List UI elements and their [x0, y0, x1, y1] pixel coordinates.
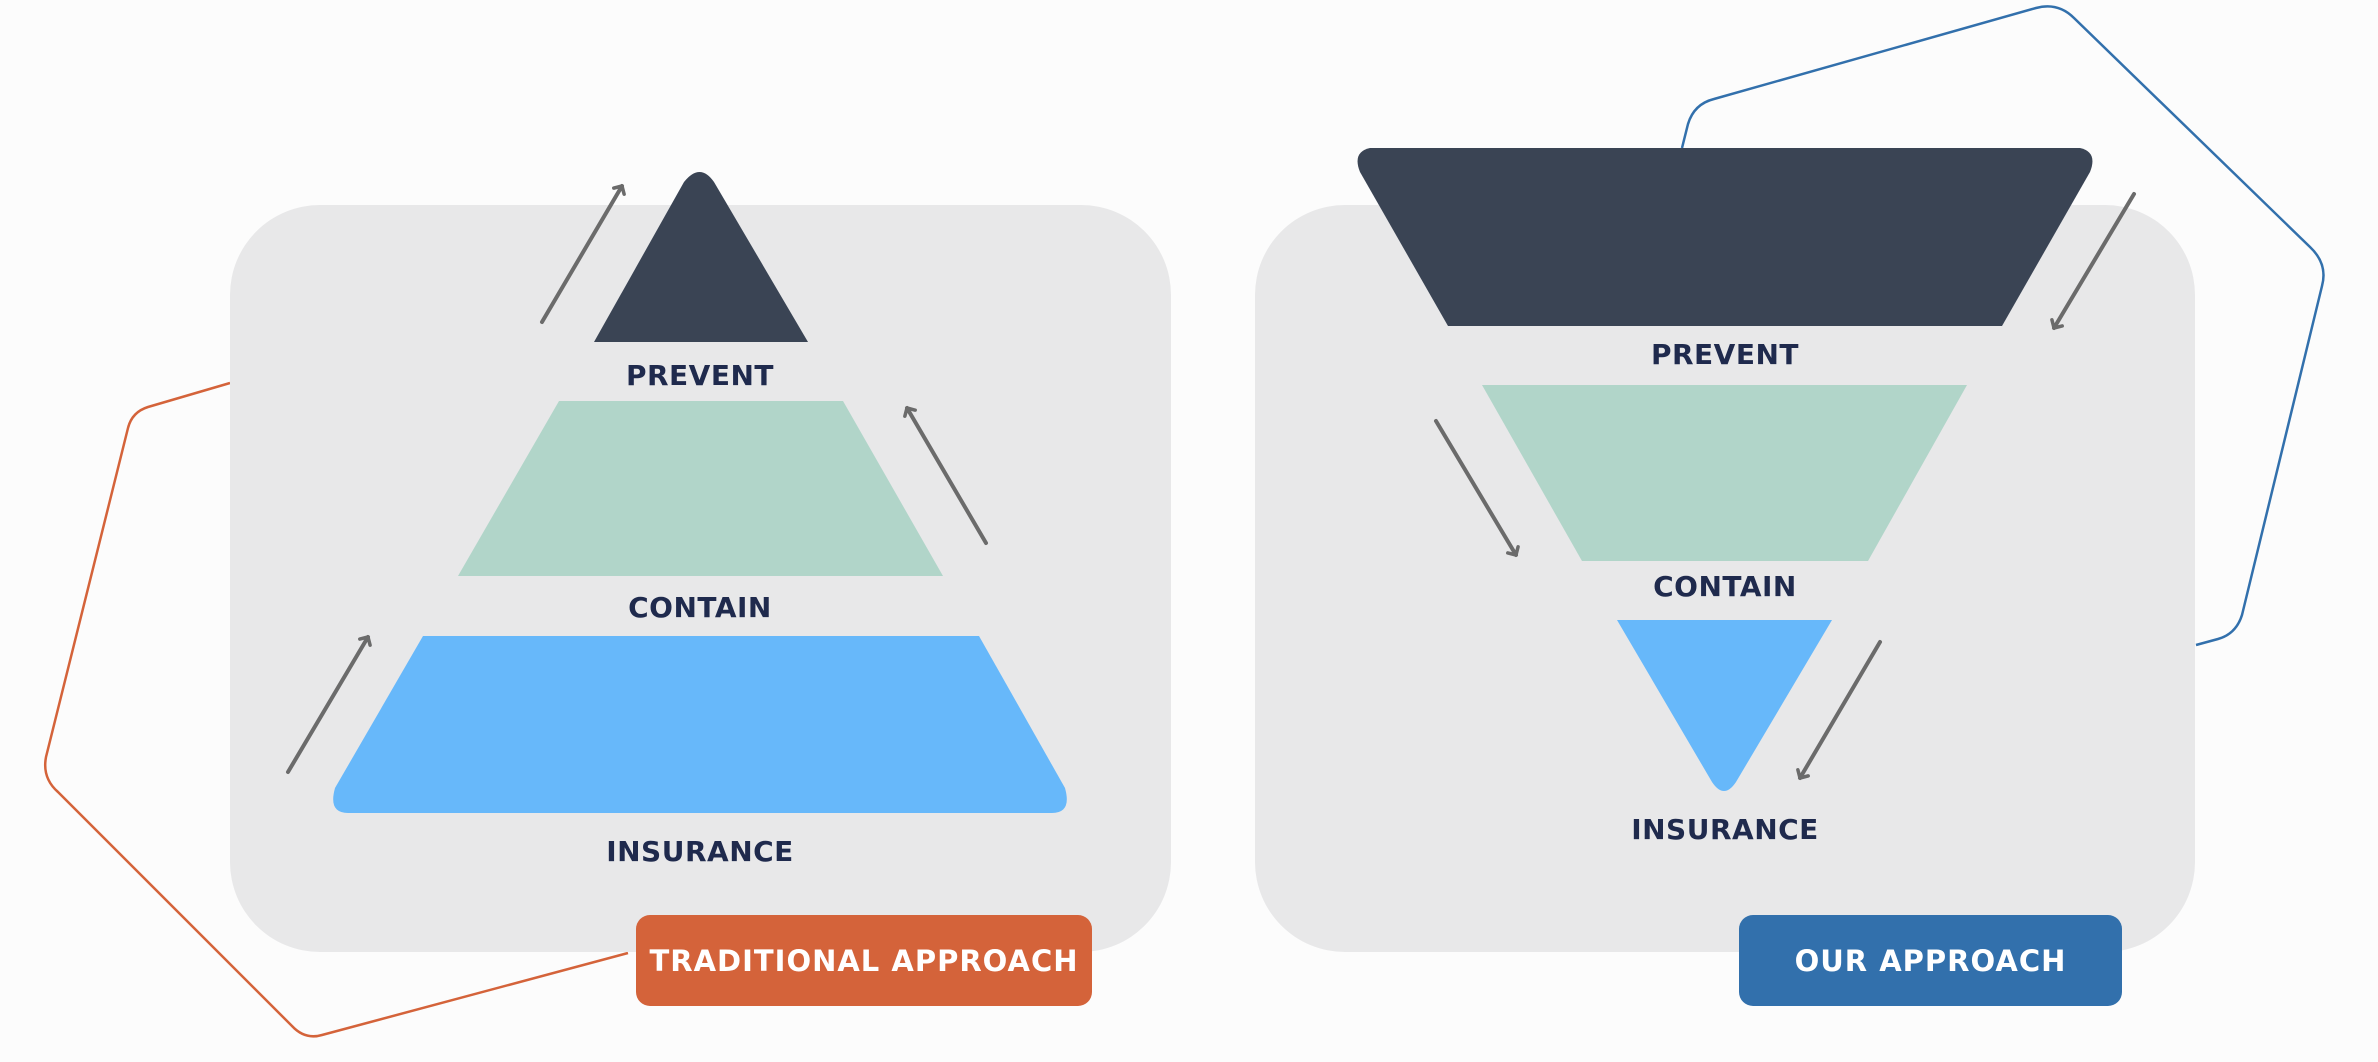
left-insurance-shape — [333, 636, 1067, 813]
right-arrow-down-top — [2050, 192, 2136, 330]
right-decorative-outline — [1680, 5, 2325, 647]
left-arrow-up-bottom — [286, 635, 372, 774]
traditional-approach-badge: TRADITIONAL APPROACH — [636, 915, 1092, 1006]
right-tier-label-insurance: INSURANCE — [1631, 813, 1819, 846]
right-contain-shape — [1482, 385, 1967, 561]
our-approach-badge: OUR APPROACH — [1739, 915, 2122, 1006]
right-insurance-shape — [1617, 620, 1832, 791]
right-arrow-down-bottom — [1796, 640, 1882, 780]
left-arrow-up-middle — [903, 406, 988, 545]
left-tier-label-prevent: PREVENT — [626, 359, 774, 392]
right-prevent-shape — [1357, 148, 2093, 326]
left-arrow-up-top — [540, 184, 626, 324]
right-tier-label-contain: CONTAIN — [1653, 570, 1797, 603]
right-tier-label-prevent: PREVENT — [1651, 338, 1799, 371]
right-arrow-down-middle — [1434, 419, 1520, 557]
left-prevent-shape — [594, 172, 808, 342]
left-tier-label-insurance: INSURANCE — [606, 835, 794, 868]
left-tier-label-contain: CONTAIN — [628, 591, 772, 624]
left-contain-shape — [458, 401, 943, 576]
left-decorative-outline — [44, 381, 629, 1038]
